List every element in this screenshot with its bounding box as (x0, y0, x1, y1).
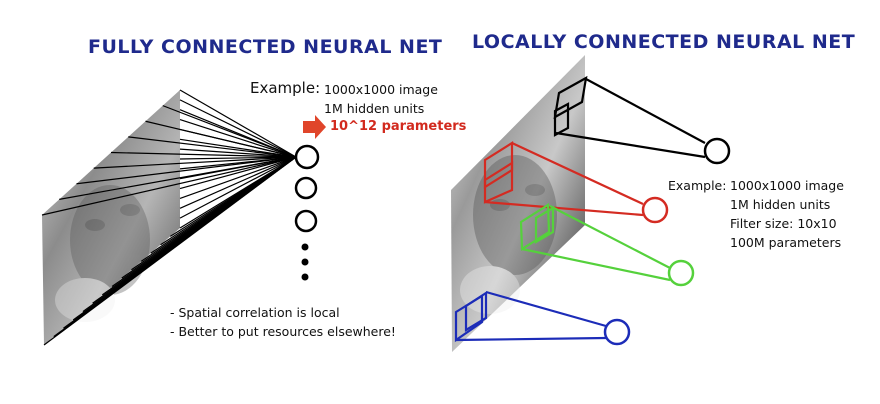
connection-line (128, 136, 297, 158)
filter-black (553, 75, 706, 159)
connection-line (179, 156, 297, 199)
connection-line (145, 120, 297, 158)
note-better-resources: - Better to put resources elsewhere! (170, 324, 396, 339)
connection-line (43, 156, 297, 346)
face-texture-left (55, 185, 150, 322)
hidden-unit-blue (603, 318, 631, 346)
connection-line (41, 156, 297, 216)
ellipsis-dot-3 (301, 273, 309, 281)
hidden-unit-2 (294, 176, 318, 200)
right-example-line-4: 100M parameters (730, 235, 842, 250)
title-fully-connected: FULLY CONNECTED NEURAL NET (88, 36, 443, 58)
face-texture-right (460, 155, 557, 314)
hidden-unit-green (667, 259, 695, 287)
connection-line (179, 119, 297, 158)
input-image-plane-right (451, 55, 585, 352)
filter-green (519, 203, 671, 282)
connection-line (179, 156, 297, 219)
right-example-line-1: 1000x1000 image (730, 178, 844, 193)
connection-line (59, 156, 297, 200)
connection-line (162, 105, 297, 158)
note-spatial-correlation: - Spatial correlation is local (170, 305, 340, 320)
ellipsis-dot-1 (301, 243, 309, 251)
left-highlight-parameters: 10^12 parameters (330, 119, 467, 134)
connection-line (179, 138, 297, 158)
arrow-right-icon (303, 115, 326, 139)
connection-line (179, 148, 297, 158)
connection-line (76, 156, 297, 185)
filter-blue (454, 290, 607, 343)
left-example-label: Example: (250, 79, 321, 97)
title-locally-connected: LOCALLY CONNECTED NEURAL NET (472, 31, 856, 53)
filter-red (483, 141, 644, 217)
connection-line (110, 151, 297, 158)
left-example-line-1: 1000x1000 image (324, 82, 438, 97)
connection-line (93, 156, 297, 169)
hidden-unit-3 (294, 209, 318, 233)
ellipsis-dot-2 (301, 258, 309, 266)
connection-line (179, 99, 297, 158)
left-example-line-2: 1M hidden units (324, 101, 425, 116)
connection-line (179, 156, 297, 209)
right-example-line-2: 1M hidden units (730, 197, 831, 212)
full-connections (41, 89, 297, 346)
hidden-unit-black (703, 137, 731, 165)
right-example-line-3: Filter size: 10x10 (730, 216, 837, 231)
connection-line (179, 156, 297, 190)
connection-line (179, 156, 297, 160)
right-example-label: Example: (668, 178, 727, 193)
hidden-unit-1 (294, 144, 320, 170)
hidden-unit-red (641, 196, 669, 224)
connection-line (179, 89, 297, 158)
